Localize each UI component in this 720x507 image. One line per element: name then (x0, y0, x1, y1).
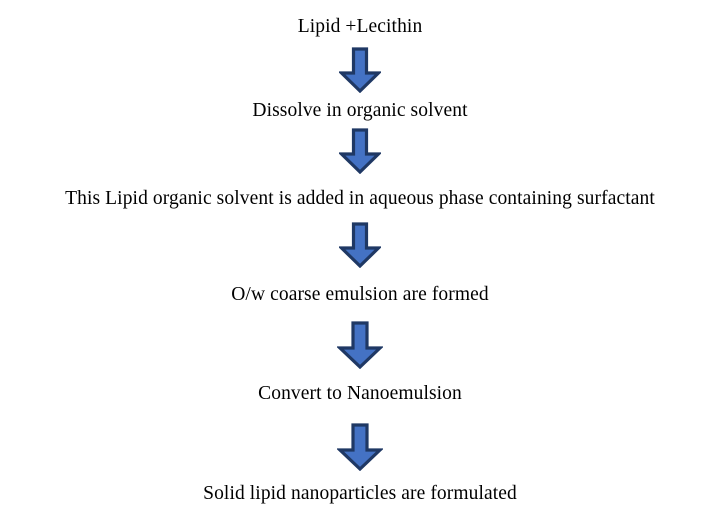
flow-arrow-4 (0, 320, 720, 369)
flow-step-3-label: This Lipid organic solvent is added in a… (65, 187, 655, 209)
flow-arrow-2 (0, 128, 720, 174)
down-arrow-icon (339, 47, 381, 93)
down-arrow-icon (339, 222, 381, 269)
flow-step-5-label: Convert to Nanoemulsion (258, 382, 462, 404)
down-arrow-icon (337, 320, 383, 369)
flow-step-1-label: Lipid +Lecithin (297, 16, 423, 37)
flow-arrow-5 (0, 422, 720, 471)
flow-step-4-label: O/w coarse emulsion are formed (231, 284, 489, 306)
flow-step-6-label: Solid lipid nanoparticles are formulated (203, 482, 517, 504)
down-arrow-icon (339, 128, 381, 174)
down-arrow-icon (337, 422, 383, 471)
flow-arrow-3 (0, 222, 720, 269)
flow-arrow-1 (0, 47, 720, 93)
flow-step-2-label: Dissolve in organic solvent (252, 100, 468, 122)
